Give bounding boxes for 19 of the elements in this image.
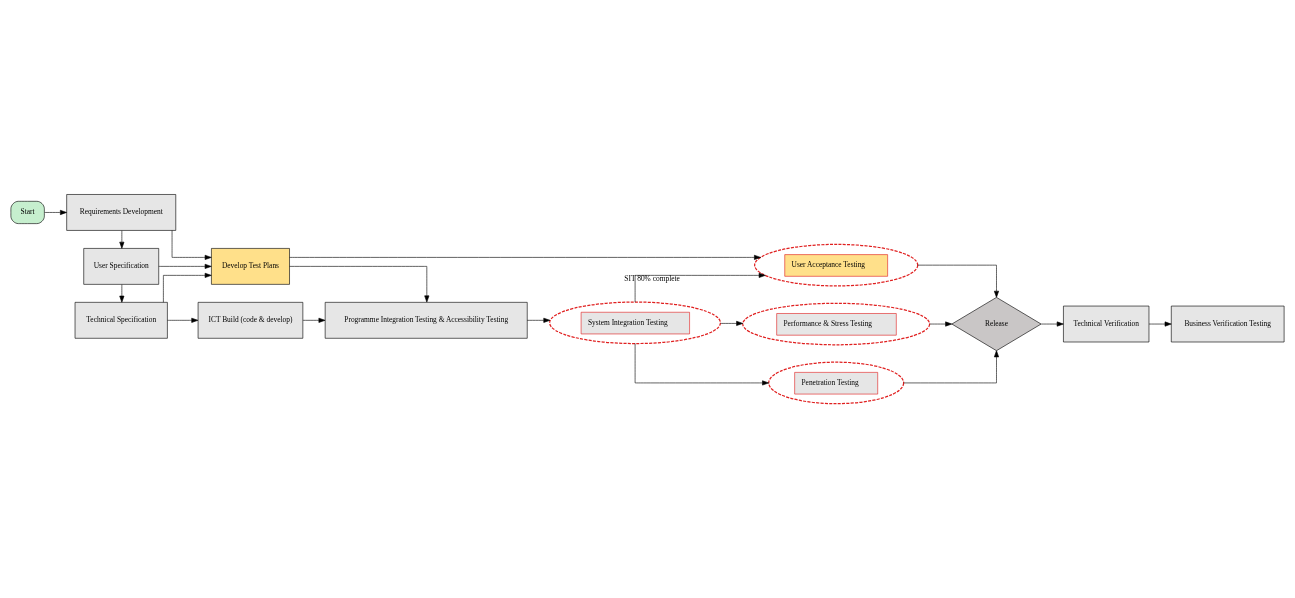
arrow xyxy=(289,254,761,260)
arrow xyxy=(167,317,199,323)
arrow xyxy=(1148,321,1172,327)
arrow xyxy=(903,350,999,384)
arrow xyxy=(119,230,125,249)
arrow xyxy=(917,264,999,298)
arrow xyxy=(302,317,326,323)
arrow xyxy=(526,317,551,323)
arrow xyxy=(171,230,212,260)
arrow xyxy=(163,272,212,303)
arrow xyxy=(158,263,212,269)
arrow xyxy=(720,320,744,326)
arrow xyxy=(929,321,953,327)
arrow xyxy=(289,266,430,303)
arrow xyxy=(1040,321,1064,327)
arrow xyxy=(119,284,125,303)
arrow xyxy=(634,272,766,303)
arrow xyxy=(634,343,769,386)
arrow xyxy=(44,210,67,215)
